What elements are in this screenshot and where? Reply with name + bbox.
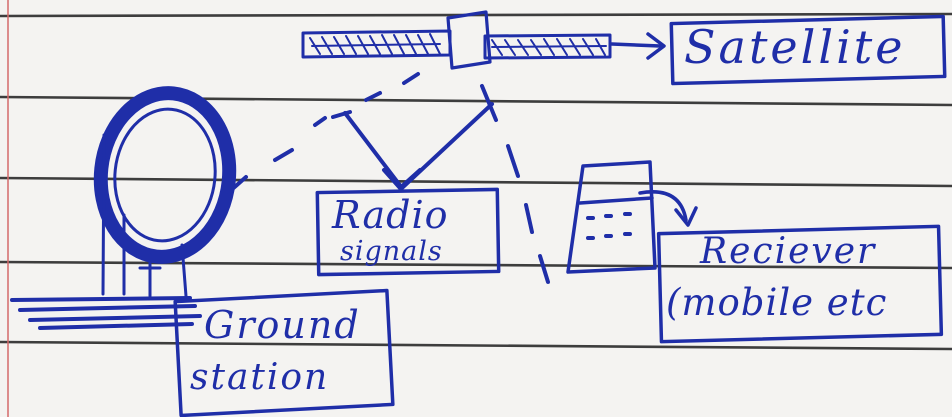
ground-station-drawing bbox=[10, 86, 237, 330]
ground-label-line2: station bbox=[190, 357, 330, 398]
receiver-drawing bbox=[566, 160, 698, 274]
ground-label-box bbox=[173, 288, 395, 417]
receiver-label-line1: Reciever bbox=[700, 231, 877, 272]
radio-label-line2: signals bbox=[340, 236, 443, 267]
radio-label-line1: Radio bbox=[332, 193, 449, 237]
radio-signal-path bbox=[227, 72, 550, 284]
arrow-to-satellite-label bbox=[610, 32, 666, 60]
radio-label-box bbox=[315, 187, 501, 277]
satellite-label: Satellite bbox=[684, 20, 906, 74]
receiver-label-line2: (mobile etc bbox=[666, 281, 888, 324]
ground-label-line1: Ground bbox=[204, 303, 361, 347]
satellite-label-box bbox=[669, 14, 947, 86]
satellite-drawing bbox=[301, 10, 612, 70]
receiver-label-box bbox=[656, 224, 944, 344]
